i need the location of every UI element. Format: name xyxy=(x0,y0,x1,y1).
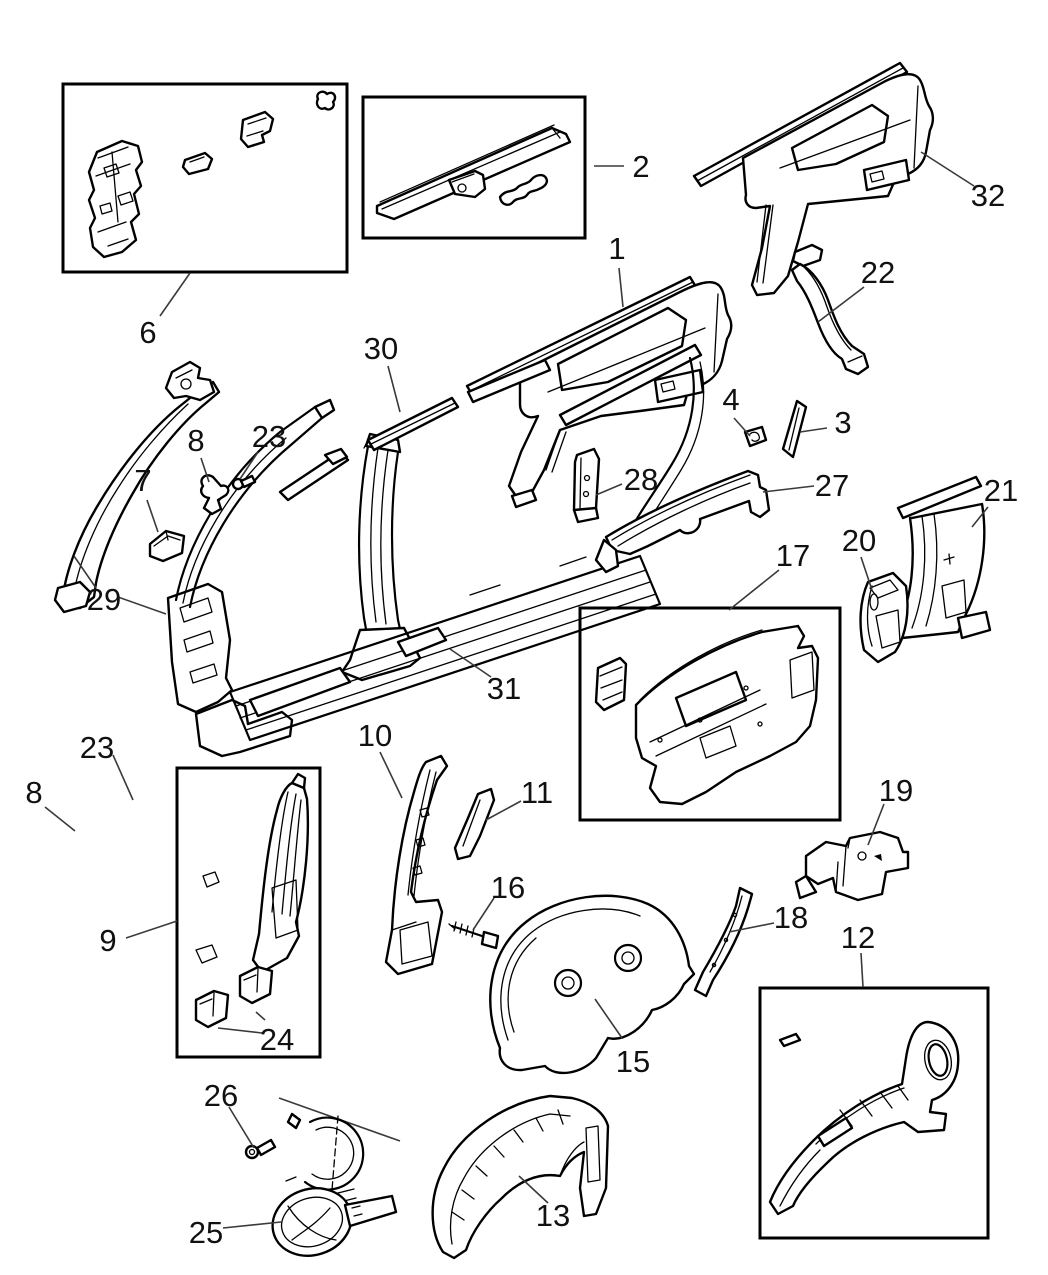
part-4-clip xyxy=(743,425,768,448)
part-9-shim-small xyxy=(202,871,220,888)
inset-box-17 xyxy=(578,606,842,822)
part-19-support-bracket xyxy=(794,830,910,902)
callouts: 1 2 3 4 6 7 8 8 9 10 11 12 13 15 16 17 1… xyxy=(25,149,1018,1250)
part-17-quarter-inner-panel xyxy=(594,624,820,806)
callout-28: 28 xyxy=(624,462,658,497)
part-23-screw-upper xyxy=(231,474,257,491)
callout-29: 29 xyxy=(87,582,121,617)
part-32-quarter-panel xyxy=(692,61,935,297)
part-8-hook-upper xyxy=(200,474,230,516)
callout-23-upper: 23 xyxy=(252,419,286,454)
callout-27: 27 xyxy=(815,468,849,503)
part-10-b-pillar-inner xyxy=(384,754,449,976)
callout-25: 25 xyxy=(189,1215,223,1250)
part-15-wheelhouse-outer xyxy=(489,894,696,1075)
part-6-pillar-reinforcement-kit xyxy=(87,90,337,259)
callout-6: 6 xyxy=(139,315,156,350)
part-9-shim-large xyxy=(195,944,218,964)
callout-8-lower: 8 xyxy=(25,775,42,810)
part-1-window-opening xyxy=(556,306,688,392)
part-24-clip-b xyxy=(238,965,274,1005)
callout-17: 17 xyxy=(776,538,810,573)
part-32-window-opening xyxy=(790,103,890,172)
callout-1: 1 xyxy=(608,231,625,266)
inset-boxes xyxy=(61,82,990,1240)
part-2-bracket xyxy=(447,169,487,199)
inset-box-6 xyxy=(61,82,349,274)
part-27-belt-panel xyxy=(594,469,771,574)
part-6-bracket xyxy=(239,110,275,149)
callout-4: 4 xyxy=(722,382,739,417)
part-30-roof-rail-strip xyxy=(363,396,460,452)
callout-32: 32 xyxy=(971,178,1005,213)
part-29-a-pillar-rail xyxy=(53,360,221,614)
inset-box-2 xyxy=(361,95,587,240)
callout-23-lower: 23 xyxy=(80,730,114,765)
part-12-quarter-pocket xyxy=(768,1020,960,1216)
part-12-pin xyxy=(778,1032,802,1048)
part-6-bracket-small xyxy=(181,151,214,176)
fuel-door-group xyxy=(244,1097,401,1257)
callout-12: 12 xyxy=(841,920,875,955)
callout-10: 10 xyxy=(358,718,392,753)
callout-30: 30 xyxy=(364,331,398,366)
callout-8-upper: 8 xyxy=(187,423,204,458)
inset-box-12 xyxy=(758,986,990,1240)
rocker-sill xyxy=(228,554,662,742)
part-2-retainer xyxy=(498,173,549,206)
callout-15: 15 xyxy=(616,1044,650,1079)
callout-20: 20 xyxy=(842,523,876,558)
callout-18: 18 xyxy=(774,900,808,935)
uniside-frame xyxy=(166,343,705,758)
part-18-pillar-strip xyxy=(693,886,754,998)
part-2-roof-rail xyxy=(375,124,572,221)
callout-21: 21 xyxy=(984,473,1018,508)
callout-3: 3 xyxy=(834,405,851,440)
frame-upper-rail xyxy=(278,450,350,502)
part-16-bolt xyxy=(448,921,500,950)
part-20-wheelhouse-bracket xyxy=(859,571,909,664)
part-22-pillar-reinforcement xyxy=(790,243,870,376)
callout-13: 13 xyxy=(536,1198,570,1233)
callout-24: 24 xyxy=(260,1022,294,1057)
callout-19: 19 xyxy=(879,773,913,808)
callout-9: 9 xyxy=(99,923,116,958)
callout-2: 2 xyxy=(632,149,649,184)
callout-26: 26 xyxy=(204,1078,238,1113)
callout-16: 16 xyxy=(491,870,525,905)
callout-7: 7 xyxy=(134,463,151,498)
inset-box-9 xyxy=(175,766,322,1059)
part-28-pillar-bracket xyxy=(572,447,601,524)
part-3-filler-strip xyxy=(781,399,808,459)
callout-11: 11 xyxy=(521,775,553,810)
callout-22: 22 xyxy=(861,255,895,290)
part-11-pillar-strip xyxy=(453,787,496,861)
part-7-bracket xyxy=(148,529,186,563)
part-6-clip xyxy=(315,90,337,111)
part-9-pillar-inner-kit xyxy=(194,772,310,1029)
part-24-clip-a xyxy=(194,989,230,1029)
callout-31: 31 xyxy=(487,671,521,706)
leader-lines xyxy=(44,151,989,1229)
part-21-pillar-inner xyxy=(896,475,992,640)
